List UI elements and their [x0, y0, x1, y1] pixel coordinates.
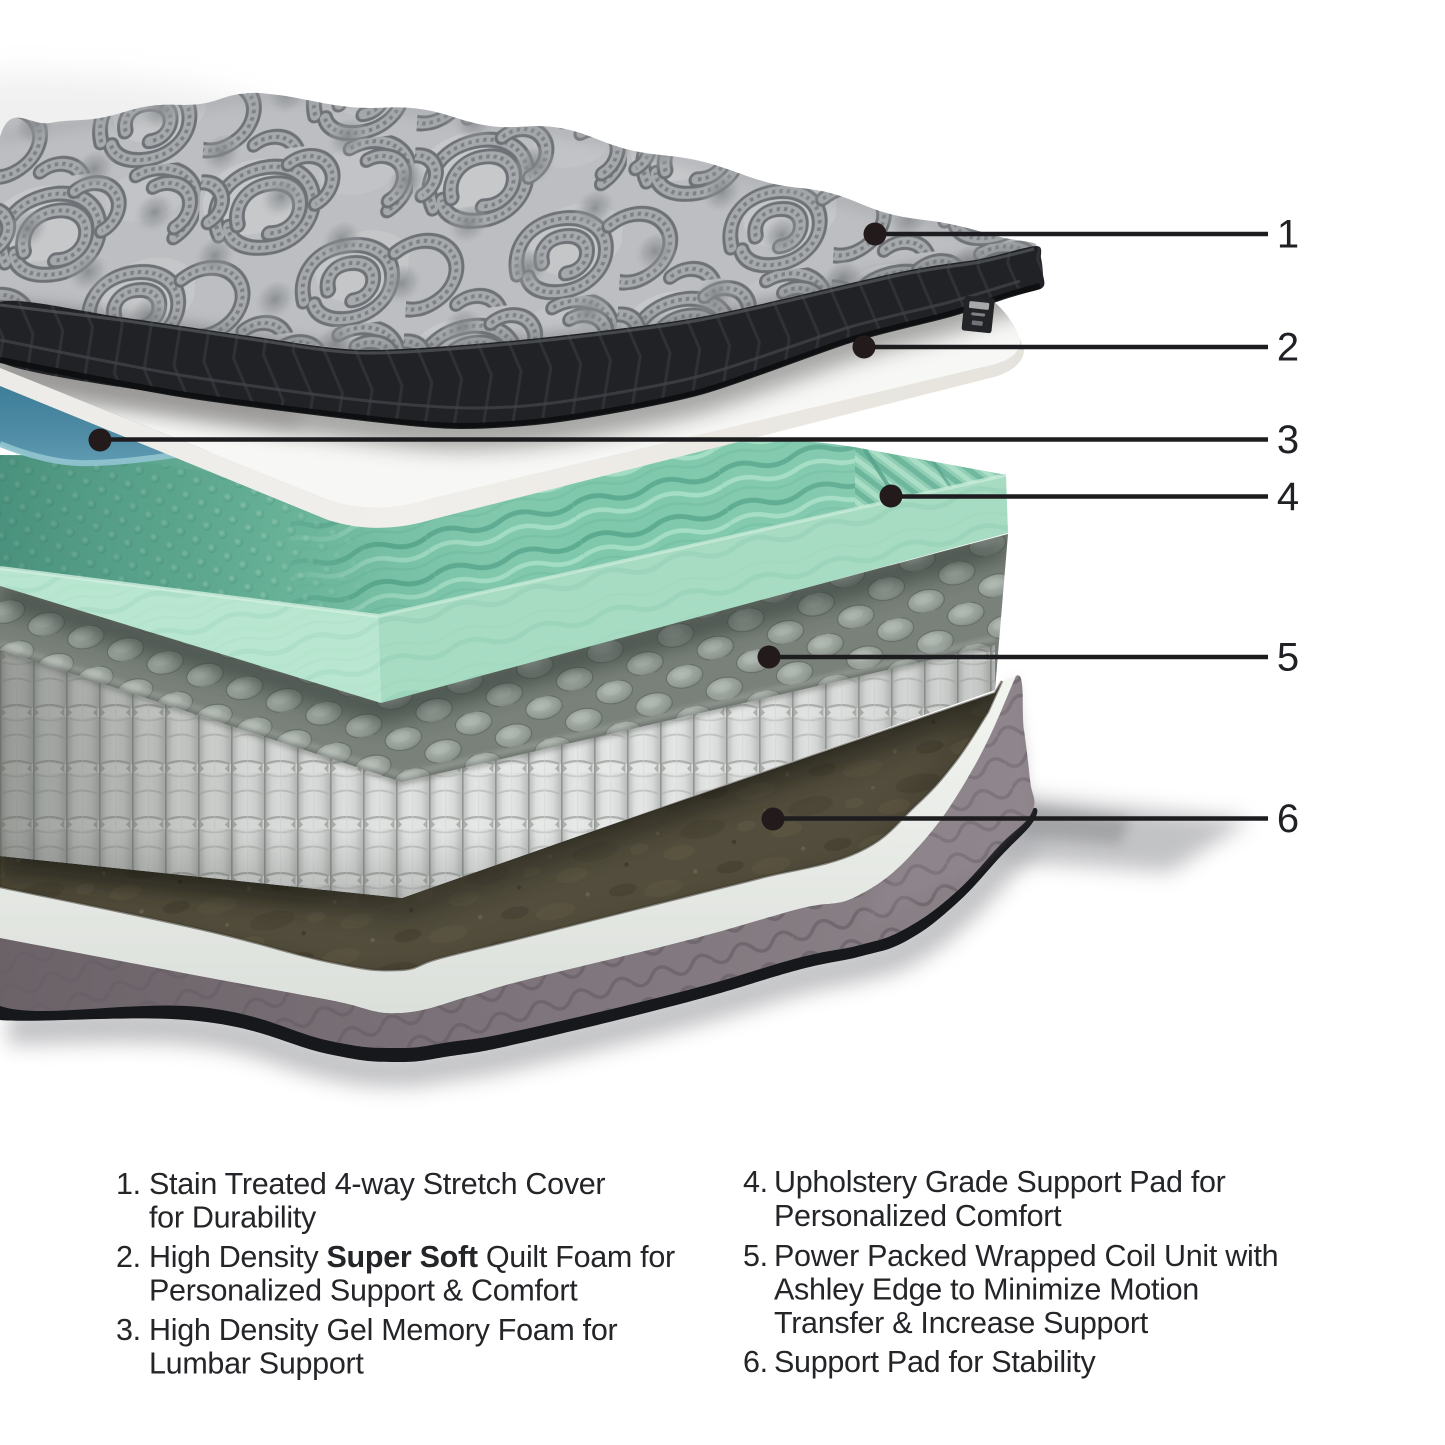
svg-text:5.: 5. — [743, 1239, 768, 1273]
svg-text:Lumbar Support: Lumbar Support — [149, 1347, 364, 1381]
svg-text:2.: 2. — [116, 1240, 141, 1274]
svg-text:Upholstery Grade Support Pad f: Upholstery Grade Support Pad for — [774, 1165, 1226, 1199]
svg-text:Personalized Comfort: Personalized Comfort — [774, 1199, 1062, 1233]
svg-text:4: 4 — [1277, 475, 1299, 519]
svg-text:Ashley Edge to Minimize Motion: Ashley Edge to Minimize Motion — [774, 1273, 1199, 1307]
svg-text:6.: 6. — [743, 1345, 768, 1379]
svg-text:Personalized Support & Comfort: Personalized Support & Comfort — [149, 1274, 578, 1308]
svg-text:Transfer & Increase Support: Transfer & Increase Support — [774, 1306, 1149, 1340]
svg-text:6: 6 — [1277, 797, 1299, 841]
svg-text:5: 5 — [1277, 636, 1299, 680]
svg-text:High Density Super Soft Quilt: High Density Super Soft Quilt Foam for — [149, 1240, 675, 1274]
svg-text:Power Packed Wrapped Coil Unit: Power Packed Wrapped Coil Unit with — [774, 1239, 1278, 1273]
svg-text:for Durability: for Durability — [149, 1201, 317, 1235]
svg-text:Support Pad for Stability: Support Pad for Stability — [774, 1345, 1096, 1379]
svg-text:3.: 3. — [116, 1313, 141, 1347]
svg-text:1: 1 — [1277, 213, 1299, 257]
svg-text:3: 3 — [1277, 418, 1299, 462]
svg-text:2: 2 — [1277, 326, 1299, 370]
svg-text:Stain Treated 4-way Stretch Co: Stain Treated 4-way Stretch Cover — [149, 1167, 605, 1201]
svg-text:High Density Gel Memory Foam f: High Density Gel Memory Foam for — [149, 1313, 618, 1347]
svg-text:4.: 4. — [743, 1165, 768, 1199]
svg-text:1.: 1. — [116, 1167, 141, 1201]
